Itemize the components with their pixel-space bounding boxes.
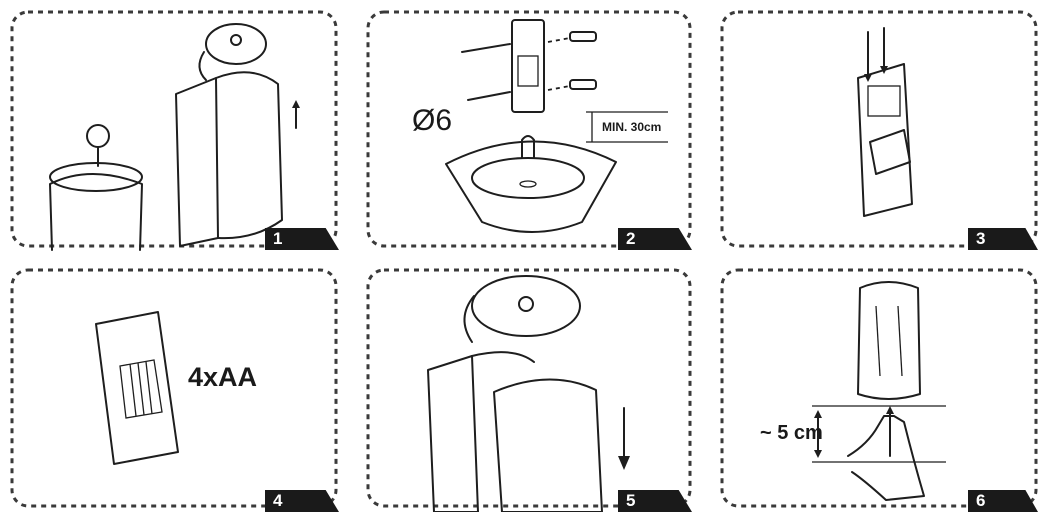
step-5-illustration <box>364 266 694 512</box>
min-height-label: MIN. 30cm <box>602 120 661 134</box>
step-6-panel: ~ 5 cm 6 <box>718 266 1038 512</box>
step-1-panel: 1 <box>8 8 340 250</box>
step-6-illustration <box>718 266 1038 512</box>
step-4-illustration <box>8 266 340 512</box>
step-3-illustration <box>718 8 1038 250</box>
step-3-panel: 3 <box>718 8 1038 250</box>
step-4-panel: 4xAA 4 <box>8 266 340 512</box>
battery-requirement-label: 4xAA <box>188 362 257 393</box>
step-5-panel: 5 <box>364 266 694 512</box>
hole-diameter-label: Ø6 <box>412 104 452 138</box>
step-2-panel: Ø6 MIN. 30cm 2 <box>364 8 694 250</box>
step-1-illustration <box>8 8 340 250</box>
sensor-distance-label: ~ 5 cm <box>760 422 823 445</box>
